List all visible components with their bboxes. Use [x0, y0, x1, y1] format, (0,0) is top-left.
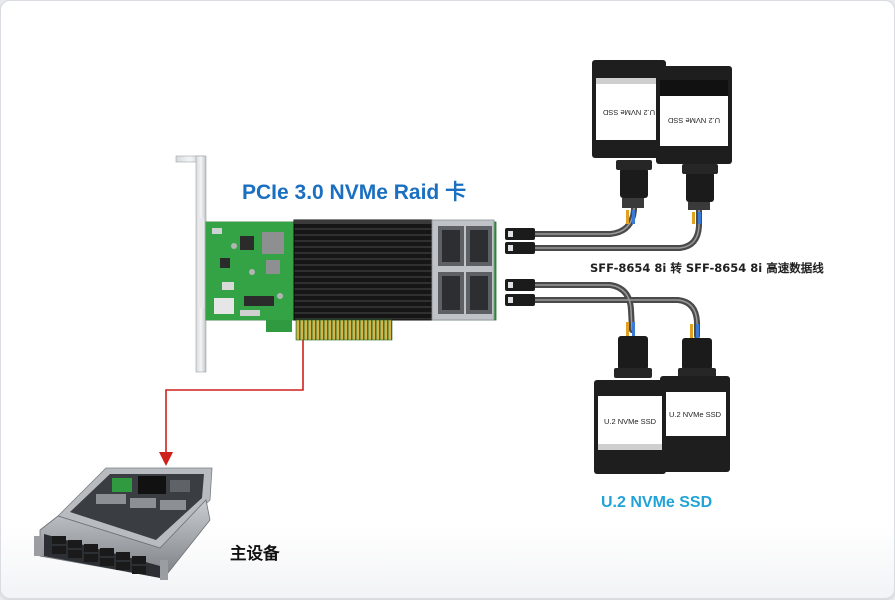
ssd-bottom-back-label: U.2 NVMe SSD	[669, 410, 722, 419]
card-side-plugs	[505, 228, 535, 306]
drive-side-plugs	[614, 160, 718, 378]
heatsink	[293, 219, 433, 321]
ssd-top-back-label: U.2 NVMe SSD	[602, 108, 655, 117]
raid-card	[175, 155, 497, 373]
ssd-top-back: U.2 NVMe SSD	[592, 60, 666, 158]
raid-card-title: PCIe 3.0 NVMe Raid 卡	[242, 181, 467, 204]
card-sff-ports	[431, 219, 495, 321]
ssd-top-front: U.2 NVMe SSD	[656, 66, 732, 164]
pcie-bracket	[175, 155, 207, 373]
pcb-components	[212, 228, 284, 316]
ssd-top-front-label: U.2 NVMe SSD	[667, 116, 720, 125]
cable-1	[532, 193, 637, 237]
ssd-bottom-front-label: U.2 NVMe SSD	[604, 417, 657, 426]
cable-3	[532, 282, 635, 333]
pcie-gold-finger	[295, 319, 393, 341]
cable-label: SFF-8654 8i 转 SFF-8654 8i 高速数据线	[590, 261, 824, 275]
connection-arrow	[159, 330, 304, 466]
drive-bays	[52, 536, 146, 574]
ssd-bottom-front: U.2 NVMe SSD	[594, 380, 666, 474]
host-server	[34, 467, 213, 580]
cable-2	[532, 203, 702, 251]
cable-4	[532, 297, 700, 339]
host-device-label: 主设备	[230, 544, 280, 563]
ssd-bottom-back: U.2 NVMe SSD	[660, 376, 730, 472]
ssd-caption: U.2 NVMe SSD	[601, 494, 713, 511]
